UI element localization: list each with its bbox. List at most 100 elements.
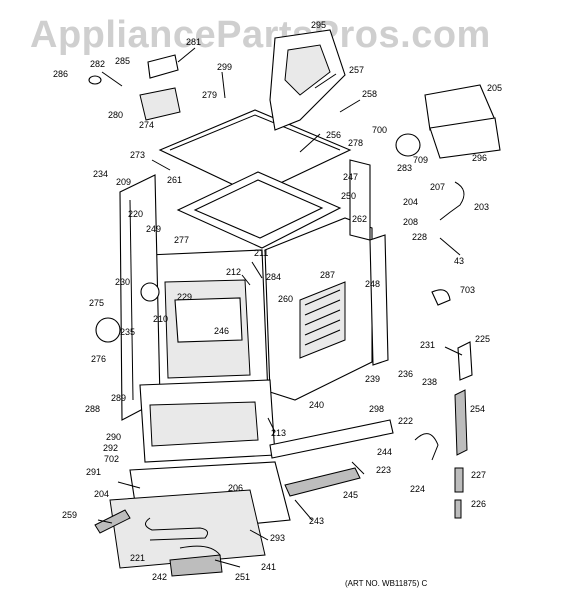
- callout-203: 203: [474, 202, 489, 212]
- callout-223: 223: [376, 465, 391, 475]
- callout-236: 236: [398, 369, 413, 379]
- callout-280: 280: [108, 110, 123, 120]
- callout-235: 235: [120, 327, 135, 337]
- callout-279: 279: [202, 90, 217, 100]
- callout-211: 211: [254, 248, 268, 258]
- control-module: [139, 87, 181, 121]
- callout-241: 241: [261, 562, 276, 572]
- broiler-pan: [149, 401, 259, 447]
- thermal-fuse: [454, 499, 462, 519]
- callout-222: 222: [398, 416, 413, 426]
- bracket-clip: [431, 289, 451, 306]
- callout-284: 284: [266, 272, 281, 282]
- callout-249: 249: [146, 224, 161, 234]
- callout-221: 221: [130, 553, 145, 563]
- callout-289: 289: [111, 393, 126, 403]
- callout-298: 298: [369, 404, 384, 414]
- callout-259: 259: [62, 510, 77, 520]
- callout-210: 210: [153, 314, 168, 324]
- oven-rack: [174, 297, 243, 343]
- callout-247: 247: [343, 172, 358, 182]
- callout-275: 275: [89, 298, 104, 308]
- hinge-bracket: [457, 341, 473, 381]
- ignition-spark-module: [88, 75, 102, 85]
- callout-260: 260: [278, 294, 293, 304]
- callout-228: 228: [412, 232, 427, 242]
- callout-224: 224: [410, 484, 425, 494]
- callout-204: 204: [94, 489, 109, 499]
- callout-43: 43: [454, 256, 464, 266]
- callout-246: 246: [214, 326, 229, 336]
- callout-703: 703: [460, 285, 475, 295]
- knob-skirt: [140, 282, 160, 302]
- callout-230: 230: [115, 277, 130, 287]
- callout-229: 229: [177, 292, 192, 302]
- lower-front-trim: [269, 419, 394, 459]
- back-guard: [429, 117, 501, 159]
- top-cover-panel: [158, 109, 352, 196]
- oven-fan-ring: [395, 133, 421, 157]
- callout-251: 251: [235, 572, 250, 582]
- callout-287: 287: [320, 270, 335, 280]
- callout-296: 296: [472, 153, 487, 163]
- door-hinge-spring: [414, 433, 439, 461]
- callout-225: 225: [475, 334, 490, 344]
- callout-256: 256: [326, 130, 341, 140]
- control-knob: [95, 317, 121, 343]
- callout-257: 257: [349, 65, 364, 75]
- callout-299: 299: [217, 62, 232, 72]
- callout-248: 248: [365, 279, 380, 289]
- callout-254: 254: [470, 404, 485, 414]
- callout-258: 258: [362, 89, 377, 99]
- oven-side-vent-slots: [299, 281, 346, 359]
- callout-207: 207: [430, 182, 445, 192]
- callout-291: 291: [86, 467, 101, 477]
- watermark: AppliancePartsPros.com: [30, 14, 491, 56]
- callout-700: 700: [372, 125, 387, 135]
- callout-282: 282: [90, 59, 105, 69]
- callout-261: 261: [167, 175, 182, 185]
- callout-220: 220: [128, 209, 143, 219]
- callout-290: 290: [106, 432, 121, 442]
- callout-227: 227: [471, 470, 486, 480]
- art-number: (ART NO. WB11875) C: [345, 579, 428, 588]
- callout-212: 212: [226, 267, 241, 277]
- callout-labels: 286 282 285 281 299 295 257 279 280 274 258 700 205 2…: [53, 20, 502, 582]
- bake-element: [145, 517, 209, 541]
- callout-239: 239: [365, 374, 380, 384]
- callout-226: 226: [471, 499, 486, 509]
- callout-286: 286: [53, 69, 68, 79]
- callout-288: 288: [85, 404, 100, 414]
- hinge-left: [454, 389, 468, 456]
- callout-243: 243: [309, 516, 324, 526]
- callout-295: 295: [311, 20, 326, 30]
- callout-245: 245: [343, 490, 358, 500]
- callout-281: 281: [186, 37, 201, 47]
- wire-harness: [439, 181, 465, 221]
- callout-250: 250: [341, 191, 356, 201]
- callout-292: 292: [103, 443, 118, 453]
- callout-274: 274: [139, 120, 154, 130]
- callout-273: 273: [130, 150, 145, 160]
- callout-231: 231: [420, 340, 435, 350]
- callout-285: 285: [115, 56, 130, 66]
- callout-206: 206: [228, 483, 243, 493]
- callout-709: 709: [413, 155, 428, 165]
- callout-240: 240: [309, 400, 324, 410]
- callout-205: 205: [487, 83, 502, 93]
- bottom-trim: [94, 509, 131, 534]
- callout-234: 234: [93, 169, 108, 179]
- callout-278: 278: [348, 138, 363, 148]
- callout-204: 204: [403, 197, 418, 207]
- callout-208: 208: [403, 217, 418, 227]
- control-bracket: [147, 54, 179, 79]
- callout-242: 242: [152, 572, 167, 582]
- callout-283: 283: [397, 163, 412, 173]
- kick-plate: [169, 554, 223, 577]
- igniter: [454, 467, 464, 493]
- valve-bracket: [369, 234, 389, 366]
- callout-238: 238: [422, 377, 437, 387]
- callout-293: 293: [270, 533, 285, 543]
